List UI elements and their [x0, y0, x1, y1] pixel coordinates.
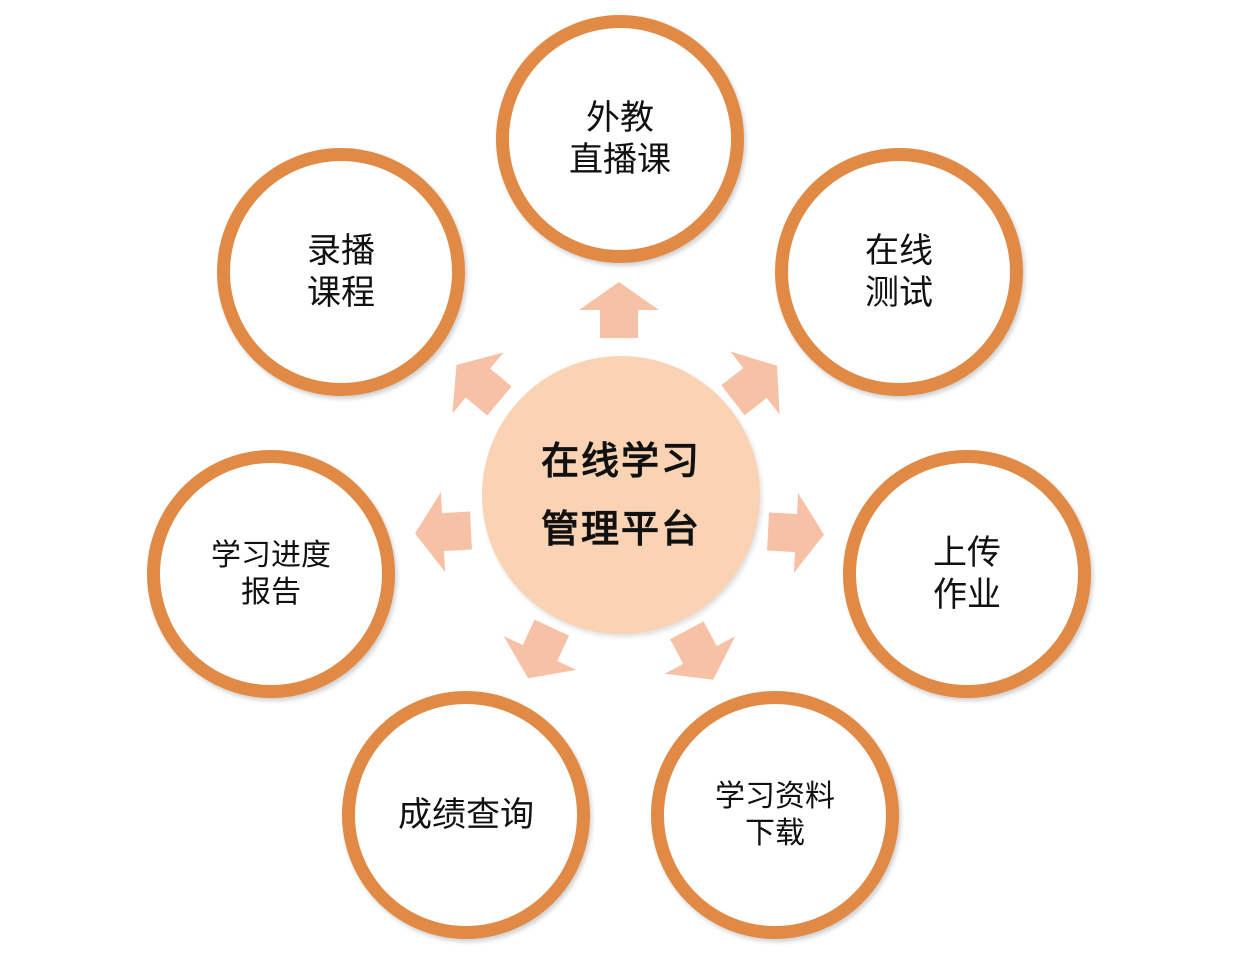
- center-hub: 在线学习 管理平台: [482, 356, 760, 634]
- node-recorded-course-line1: 录播: [307, 230, 375, 271]
- node-materials-line2: 下载: [745, 816, 805, 851]
- node-recorded-course: 录播 课程: [217, 148, 465, 396]
- node-online-test-line2: 测试: [865, 273, 933, 313]
- node-homework-line1: 上传: [933, 532, 1001, 573]
- node-online-test: 在线 测试: [775, 148, 1023, 396]
- node-homework-line2: 作业: [933, 575, 1001, 615]
- node-progress-report-line2: 报告: [241, 575, 301, 610]
- node-progress-report-line1: 学习进度: [211, 537, 331, 573]
- node-live-class-line2: 直播课: [569, 140, 671, 180]
- node-homework: 上传 作业: [843, 450, 1091, 698]
- node-live-class-line1: 外教: [586, 97, 654, 138]
- center-title-line1: 在线学习: [540, 437, 701, 483]
- center-title-line2: 管理平台: [540, 506, 701, 551]
- node-recorded-course-line2: 课程: [307, 273, 375, 313]
- node-live-class: 外教 直播课: [496, 15, 744, 263]
- node-materials: 学习资料 下载: [651, 691, 899, 939]
- node-materials-line1: 学习资料: [715, 778, 835, 814]
- node-grades-line1: 成绩查询: [398, 794, 534, 835]
- node-grades: 成绩查询: [342, 691, 590, 939]
- node-progress-report: 学习进度 报告: [147, 450, 395, 698]
- node-online-test-line1: 在线: [865, 230, 933, 271]
